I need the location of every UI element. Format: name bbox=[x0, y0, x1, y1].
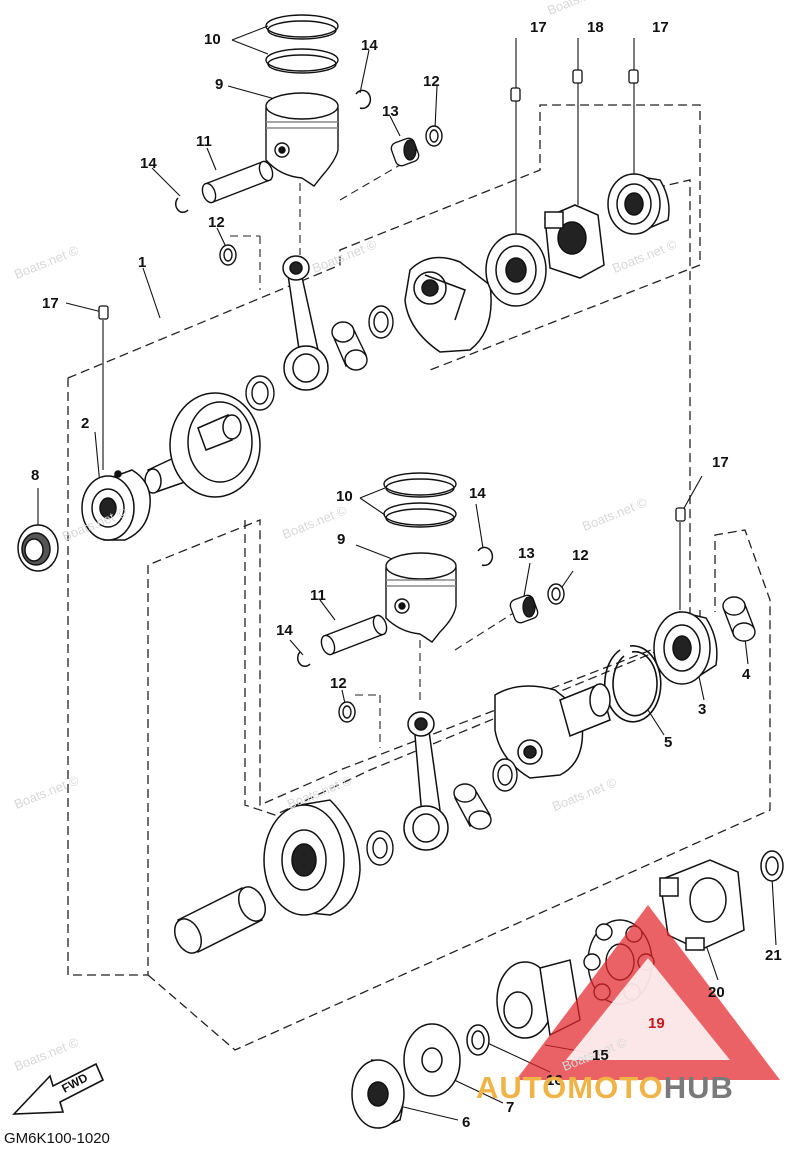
callout-12: 12 bbox=[572, 547, 589, 564]
callout-21: 21 bbox=[765, 947, 782, 964]
callout-12: 12 bbox=[330, 675, 347, 692]
upper-assembly-outline bbox=[67, 104, 701, 976]
snap-ring-5 bbox=[603, 645, 662, 723]
callout-13: 13 bbox=[382, 103, 399, 120]
callout-17: 17 bbox=[652, 19, 669, 36]
callout-17: 17 bbox=[42, 295, 59, 312]
callout-2: 2 bbox=[81, 415, 90, 432]
piston-pin-lower bbox=[320, 614, 388, 656]
thrust-washer-lower bbox=[338, 583, 565, 723]
callout-12: 12 bbox=[208, 214, 225, 231]
callout-7: 7 bbox=[506, 1099, 515, 1116]
callout-5: 5 bbox=[664, 734, 673, 751]
callout-11: 11 bbox=[196, 133, 212, 150]
circlip-upper-a bbox=[175, 89, 372, 213]
callout-14: 14 bbox=[140, 155, 157, 172]
callout-3: 3 bbox=[698, 701, 707, 718]
crank-shaft-cylinder bbox=[173, 886, 267, 954]
piston-ring-lower bbox=[383, 472, 457, 528]
callout-12: 12 bbox=[423, 73, 440, 90]
callout-10: 10 bbox=[336, 488, 353, 505]
callout-9: 9 bbox=[215, 76, 224, 93]
callout-14: 14 bbox=[361, 37, 378, 54]
callout-17: 17 bbox=[712, 454, 729, 471]
piston-ring-upper bbox=[265, 14, 339, 74]
callout-19: 19 bbox=[648, 1015, 665, 1032]
oil-seal-8 bbox=[17, 524, 59, 572]
callout-13: 13 bbox=[518, 545, 535, 562]
crank-web-upper-left bbox=[144, 392, 261, 498]
end-plate-6 bbox=[351, 1058, 405, 1130]
callout-6: 6 bbox=[462, 1114, 471, 1131]
callout-18: 18 bbox=[587, 19, 604, 36]
callout-17: 17 bbox=[530, 19, 547, 36]
piston-pin-upper bbox=[201, 160, 274, 204]
crank-web-upper-right bbox=[404, 256, 492, 353]
brand-wordmark: AUTOMOTOHUB bbox=[476, 1070, 734, 1106]
brand-part-2: HUB bbox=[663, 1070, 734, 1105]
flywheel-washer-7 bbox=[403, 1023, 461, 1097]
circlip-lower bbox=[297, 546, 494, 667]
upper-bushing-and-washer bbox=[245, 305, 394, 411]
piston-lower bbox=[385, 552, 457, 643]
main-bearing-2 bbox=[81, 469, 151, 541]
callout-9: 9 bbox=[337, 531, 346, 548]
bushing-4 bbox=[722, 596, 756, 642]
callout-8: 8 bbox=[31, 467, 40, 484]
main-bearing-upper-b bbox=[607, 173, 670, 235]
fwd-arrow-icon bbox=[12, 1062, 105, 1115]
brand-part-1: AUTOMOTO bbox=[476, 1070, 664, 1105]
callout-11: 11 bbox=[310, 587, 326, 604]
connecting-rod-lower bbox=[403, 711, 449, 851]
washer-21 bbox=[760, 850, 784, 882]
callout-14: 14 bbox=[469, 485, 486, 502]
main-bearing-upper-a bbox=[485, 233, 547, 307]
callout-1: 1 bbox=[138, 254, 147, 271]
main-bearing-3 bbox=[653, 611, 718, 685]
leader-lines bbox=[37, 25, 777, 1121]
piston-upper bbox=[265, 92, 339, 187]
thrust-washer-upper bbox=[219, 125, 443, 266]
callout-10: 10 bbox=[204, 31, 221, 48]
crank-web-lower-right bbox=[263, 799, 361, 916]
dowel-pin-upper bbox=[98, 69, 639, 320]
guide-lines bbox=[230, 164, 516, 748]
lower-bushing-and-washers bbox=[366, 758, 518, 866]
callout-4: 4 bbox=[742, 666, 751, 683]
diagram-code: GM6K100-1020 bbox=[4, 1130, 110, 1147]
callout-16: 16 bbox=[546, 1072, 563, 1089]
washer-16 bbox=[466, 1024, 490, 1056]
callout-20: 20 bbox=[708, 984, 725, 1001]
crank-web-lower-left bbox=[494, 682, 611, 779]
drive-coupling-18 bbox=[544, 204, 605, 279]
coupling-20 bbox=[659, 859, 745, 951]
connecting-rod-upper bbox=[282, 255, 329, 391]
brand-triangle-logo bbox=[516, 905, 780, 1080]
dowel-pin-lower bbox=[675, 507, 686, 522]
needle-bearing-lower bbox=[509, 594, 539, 624]
needle-bearing-upper bbox=[390, 137, 420, 167]
callout-14: 14 bbox=[276, 622, 293, 639]
callout-15: 15 bbox=[592, 1047, 609, 1064]
